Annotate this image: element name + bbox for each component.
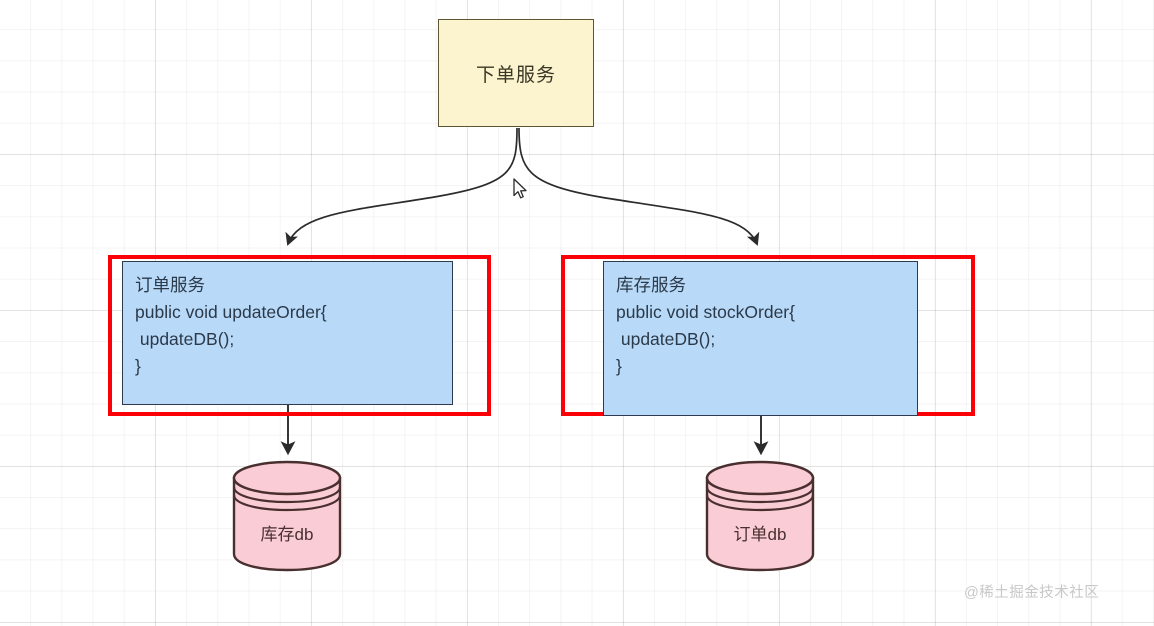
node-order-placement-service[interactable]: 下单服务 bbox=[438, 19, 594, 127]
stock-service-code-line-3: } bbox=[616, 356, 622, 377]
highlight-frame-order-service[interactable] bbox=[108, 255, 491, 416]
edge-top-to-order bbox=[285, 127, 518, 246]
stock-db-label: 库存db bbox=[260, 525, 314, 544]
watermark-text: @稀土掘金技术社区 bbox=[964, 585, 1100, 601]
stock-service-code-line-1: public void stockOrder{ bbox=[616, 302, 795, 323]
order-service-code-line-1: public void updateOrder{ bbox=[135, 302, 327, 323]
stock-service-code-line-2: updateDB(); bbox=[616, 329, 716, 350]
node-label: 下单服务 bbox=[475, 64, 556, 86]
database-cylinder-icon bbox=[705, 460, 815, 572]
order-service-header: 订单服务 bbox=[135, 275, 205, 295]
edge-top-to-stock bbox=[518, 127, 760, 246]
order-db-label: 订单db bbox=[733, 525, 787, 544]
node-order-db[interactable]: 订单db bbox=[705, 460, 815, 572]
node-stock-service[interactable]: 库存服务 public void stockOrder{ updateDB();… bbox=[603, 261, 918, 416]
mouse-cursor-icon bbox=[513, 178, 527, 199]
order-service-code-line-2: updateDB(); bbox=[135, 329, 235, 350]
node-order-service[interactable]: 订单服务 public void updateOrder{ updateDB()… bbox=[122, 261, 453, 405]
node-stock-db[interactable]: 库存db bbox=[232, 460, 342, 572]
stock-service-header: 库存服务 bbox=[616, 275, 686, 295]
database-cylinder-icon bbox=[232, 460, 342, 572]
order-service-code-line-3: } bbox=[135, 356, 141, 377]
